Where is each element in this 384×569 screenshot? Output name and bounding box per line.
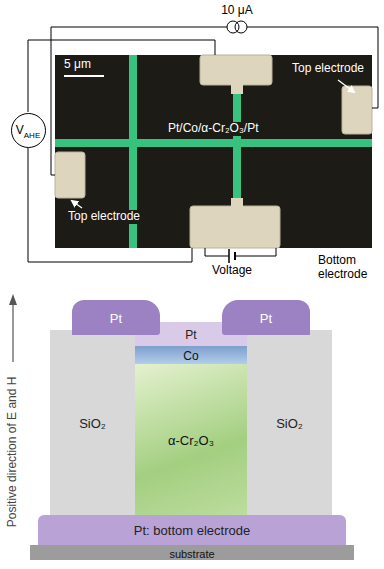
hall-bar-channel bbox=[233, 80, 241, 212]
text-group: Pt bbox=[260, 309, 272, 327]
electrode-pad bbox=[231, 80, 243, 94]
electrode-pad bbox=[231, 198, 243, 208]
pointer-arrow bbox=[72, 201, 82, 208]
substrate-layer: substrate bbox=[30, 545, 354, 560]
stack-label: Pt/Co/α-Cr₂O₃/Pt bbox=[166, 122, 261, 136]
hall-bar-channel bbox=[55, 139, 372, 147]
scale-label: 5 μm bbox=[64, 58, 91, 72]
current-source bbox=[235, 21, 247, 33]
co-layer: Co bbox=[135, 346, 247, 364]
voltage-bracket bbox=[205, 248, 229, 256]
electrode-label: Bottom electrode bbox=[318, 254, 380, 282]
voltage-bracket bbox=[235, 248, 276, 256]
node-text: α-Cr₂O₃ bbox=[168, 433, 214, 448]
top-electrode-pad: Pt bbox=[72, 300, 160, 335]
sio2-block: SiO₂ bbox=[247, 330, 332, 515]
text-group: α-Cr₂O₃ bbox=[168, 431, 214, 449]
pointer-arrow bbox=[338, 80, 354, 92]
battery-symbol bbox=[234, 252, 236, 260]
axis-label: Positive direction of E and H bbox=[6, 377, 20, 528]
voltage-wire bbox=[28, 148, 192, 262]
direction-arrow bbox=[12, 304, 13, 362]
direction-arrow bbox=[9, 294, 17, 305]
electrode-pad bbox=[190, 206, 280, 248]
voltage-wire bbox=[28, 40, 215, 112]
node-text: Pt: bottom electrode bbox=[134, 523, 250, 538]
electrode-label: Top electrode bbox=[290, 62, 366, 76]
current-value: 10 μA bbox=[221, 4, 253, 18]
text-group: Pt bbox=[185, 325, 196, 343]
node-text: Pt bbox=[260, 311, 272, 326]
electrode-label: Top electrode bbox=[66, 210, 142, 224]
bottom-electrode-layer: Pt: bottom electrode bbox=[38, 515, 346, 545]
electrode-pad bbox=[55, 152, 85, 198]
sio2-block: SiO₂ bbox=[50, 330, 135, 515]
voltage-label: Voltage bbox=[212, 264, 252, 278]
node-text: Co bbox=[183, 349, 198, 363]
micrograph bbox=[55, 55, 372, 248]
top-electrode-pad: Pt bbox=[222, 300, 310, 335]
current-wire bbox=[51, 27, 227, 175]
text-group: Co bbox=[183, 346, 198, 364]
text-group: Pt bbox=[110, 309, 122, 327]
text-group: SiO₂ bbox=[79, 414, 106, 432]
node-text: SiO₂ bbox=[276, 416, 303, 431]
text-group: SiO₂ bbox=[276, 414, 303, 432]
node-text: Pt bbox=[110, 311, 122, 326]
text-group: VAHE bbox=[16, 120, 40, 141]
cr2o3-layer: α-Cr₂O₃ bbox=[135, 364, 247, 515]
text-group: Pt: bottom electrode bbox=[134, 521, 250, 539]
node-text: SiO₂ bbox=[79, 416, 106, 431]
text-group: substrate bbox=[169, 544, 214, 562]
electrode-pad bbox=[342, 86, 372, 134]
node-text: AHE bbox=[24, 131, 40, 140]
voltmeter-circle: VAHE bbox=[11, 113, 46, 148]
node-text: V bbox=[16, 123, 24, 137]
scale-bar bbox=[64, 75, 104, 77]
node-text: substrate bbox=[169, 548, 214, 560]
current-wire bbox=[247, 27, 378, 108]
node-text: Pt bbox=[185, 328, 196, 342]
battery-symbol bbox=[228, 249, 230, 263]
